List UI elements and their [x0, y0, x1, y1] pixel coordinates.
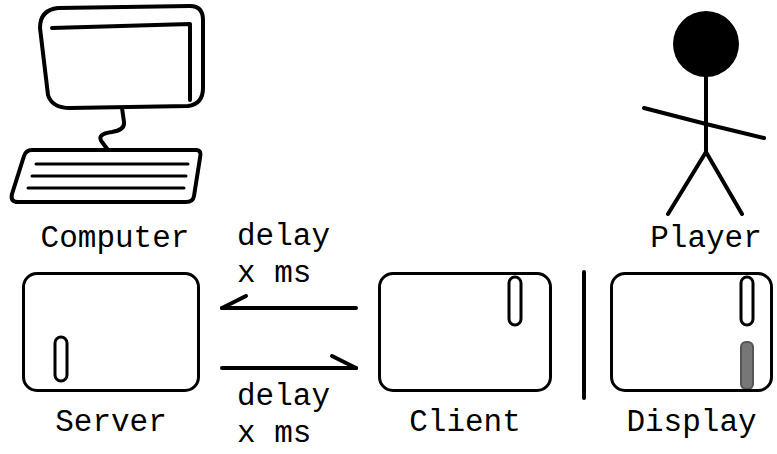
box-outline	[378, 272, 552, 392]
paddle	[509, 277, 521, 325]
box-heading: Display	[610, 406, 773, 440]
monitor	[40, 6, 203, 108]
box-heading: Server	[22, 406, 200, 440]
divider-line	[582, 272, 586, 398]
arrow-head	[332, 356, 356, 368]
screen-box: Display	[610, 272, 773, 440]
delay-label: delay x ms	[234, 378, 337, 452]
arrow-head	[222, 296, 246, 308]
keyboard	[12, 150, 201, 202]
paddle	[55, 337, 67, 381]
screen-box: Client	[378, 272, 552, 440]
box-outline	[610, 272, 773, 392]
player-head	[673, 11, 739, 77]
delay-arrow	[222, 356, 356, 368]
box-outline	[22, 272, 200, 392]
icon-caption: Player	[650, 222, 762, 256]
stick-figure	[644, 76, 764, 214]
box-heading: Client	[378, 406, 552, 440]
ghost-paddle	[741, 342, 753, 389]
paddle	[741, 277, 753, 325]
keyboard-keys	[28, 164, 188, 188]
cable	[100, 108, 124, 150]
arrow-shaft	[222, 306, 356, 310]
monitor-front	[52, 24, 190, 100]
icon-caption: Computer	[41, 222, 190, 256]
arrow-shaft	[222, 366, 356, 370]
delay-arrow	[222, 296, 356, 308]
screen-box: Server	[22, 272, 200, 440]
delay-label: delay x ms	[234, 218, 337, 292]
